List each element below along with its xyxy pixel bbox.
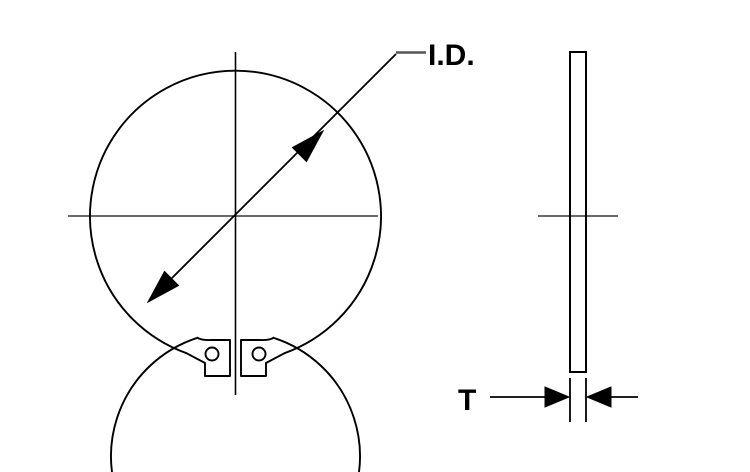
inner-diameter-dimension: I.D. — [146, 39, 475, 304]
ring-outer-arc — [89, 69, 382, 355]
left-lug-hole — [204, 346, 220, 362]
ring-lug-right — [240, 336, 286, 377]
thickness-arrowhead-left — [544, 386, 571, 408]
ring-inner-arc — [110, 336, 361, 472]
inner-diameter-arrowhead-lower-left — [146, 270, 180, 304]
thickness-arrowhead-right — [585, 386, 612, 408]
inner-diameter-label: I.D. — [428, 39, 475, 72]
ring-lug-left — [185, 336, 231, 377]
thickness-dimension: T — [458, 378, 638, 422]
side-view-profile-rectangle — [569, 51, 587, 373]
inner-diameter-arrowhead-upper-right — [291, 129, 325, 163]
thickness-label: T — [458, 384, 476, 417]
right-lug-hole — [251, 346, 267, 362]
retaining-ring-body — [89, 69, 382, 472]
inner-diameter-leader-line — [151, 53, 397, 299]
side-view — [538, 51, 618, 373]
front-view-centerlines — [68, 52, 378, 395]
